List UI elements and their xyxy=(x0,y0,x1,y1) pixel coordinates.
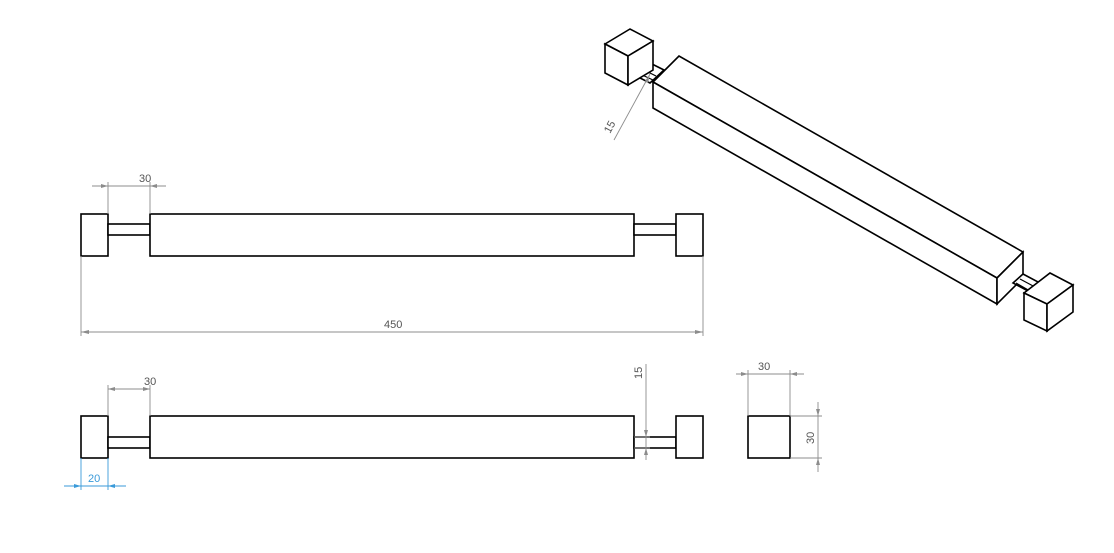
side-view[interactable]: 30 30 xyxy=(736,361,822,472)
dim-front-cap-width[interactable]: 30 xyxy=(92,173,166,214)
dim-top-end-width[interactable]: 20 xyxy=(64,458,126,490)
top-left-cap[interactable] xyxy=(80,415,109,459)
iso-bar-front-face[interactable] xyxy=(652,80,998,306)
front-left-cap[interactable] xyxy=(80,213,109,257)
top-right-cap[interactable] xyxy=(675,415,704,459)
top-right-rod[interactable] xyxy=(633,436,677,449)
iso-right-cap-side[interactable] xyxy=(1046,283,1074,333)
dim-text-side-height: 30 xyxy=(805,432,817,444)
dim-iso-rod-diameter[interactable]: 15 xyxy=(602,73,651,141)
side-square[interactable] xyxy=(747,415,791,459)
front-right-rod[interactable] xyxy=(633,223,677,236)
dim-text-side-width: 30 xyxy=(758,361,770,373)
top-main-bar[interactable] xyxy=(149,415,635,459)
dim-text-top-cap-offset: 30 xyxy=(144,376,156,388)
iso-bar-top-face[interactable] xyxy=(651,55,1025,279)
dim-overall-length[interactable]: 450 xyxy=(80,256,704,336)
front-left-rod[interactable] xyxy=(107,223,151,236)
dim-top-rod-height[interactable]: 15 xyxy=(633,364,650,460)
isometric-view[interactable]: 15 xyxy=(602,28,1075,333)
dim-text-front-cap: 30 xyxy=(139,173,151,185)
front-main-bar[interactable] xyxy=(149,213,635,257)
front-right-cap[interactable] xyxy=(675,213,704,257)
dim-side-height[interactable]: 30 xyxy=(790,402,822,472)
dim-side-width[interactable]: 30 xyxy=(736,361,804,416)
front-view[interactable]: 30 450 xyxy=(80,173,704,336)
top-left-rod[interactable] xyxy=(107,436,151,449)
dim-text-iso-rod: 15 xyxy=(602,119,618,135)
dim-text-overall-length: 450 xyxy=(384,319,402,331)
iso-left-cap-side[interactable] xyxy=(627,39,654,87)
dim-text-top-end-width: 20 xyxy=(88,473,100,485)
dim-text-top-rod-height: 15 xyxy=(633,367,645,379)
top-view[interactable]: 30 15 20 xyxy=(64,364,704,490)
dim-top-cap-offset[interactable]: 30 xyxy=(107,376,156,416)
